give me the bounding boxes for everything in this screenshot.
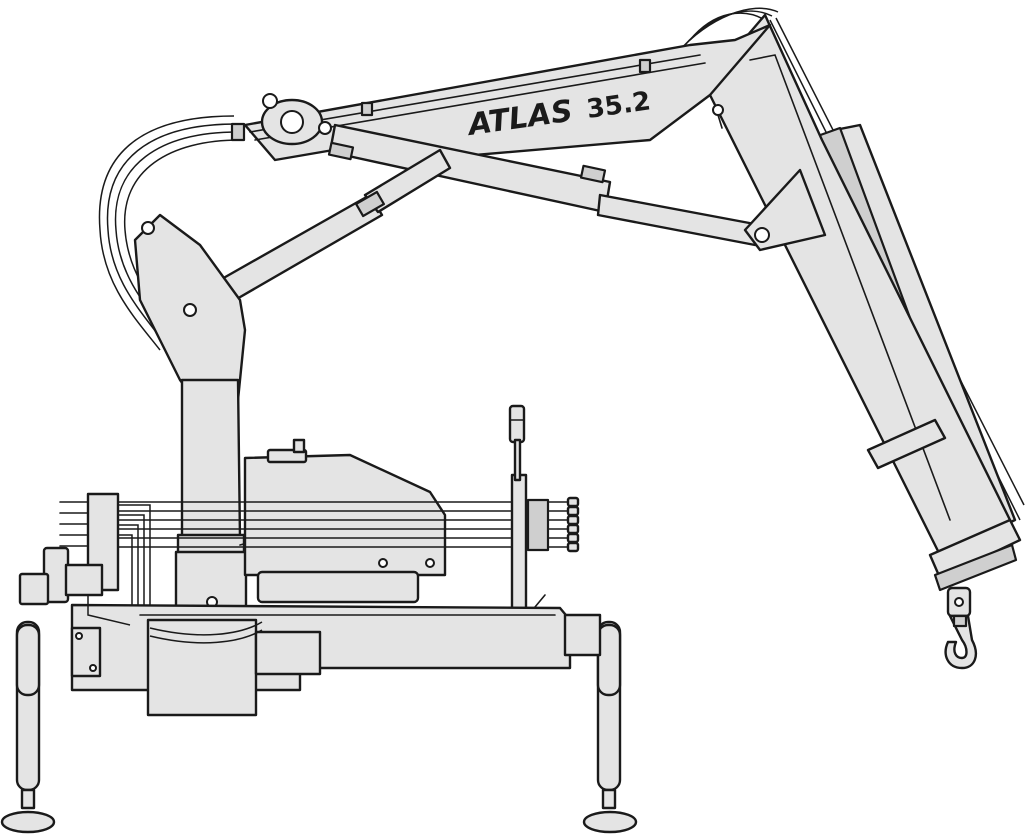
control-lever-bank <box>59 404 580 665</box>
lift-cylinder <box>218 148 452 302</box>
extension-boom <box>703 13 1025 592</box>
oil-tank <box>243 438 447 604</box>
crane-hook <box>944 586 977 670</box>
stabilizer-legs <box>0 613 638 834</box>
extension-cylinder <box>327 123 827 252</box>
inner-boom: ATLAS 35.2 <box>230 23 772 162</box>
base-frame <box>18 546 572 717</box>
